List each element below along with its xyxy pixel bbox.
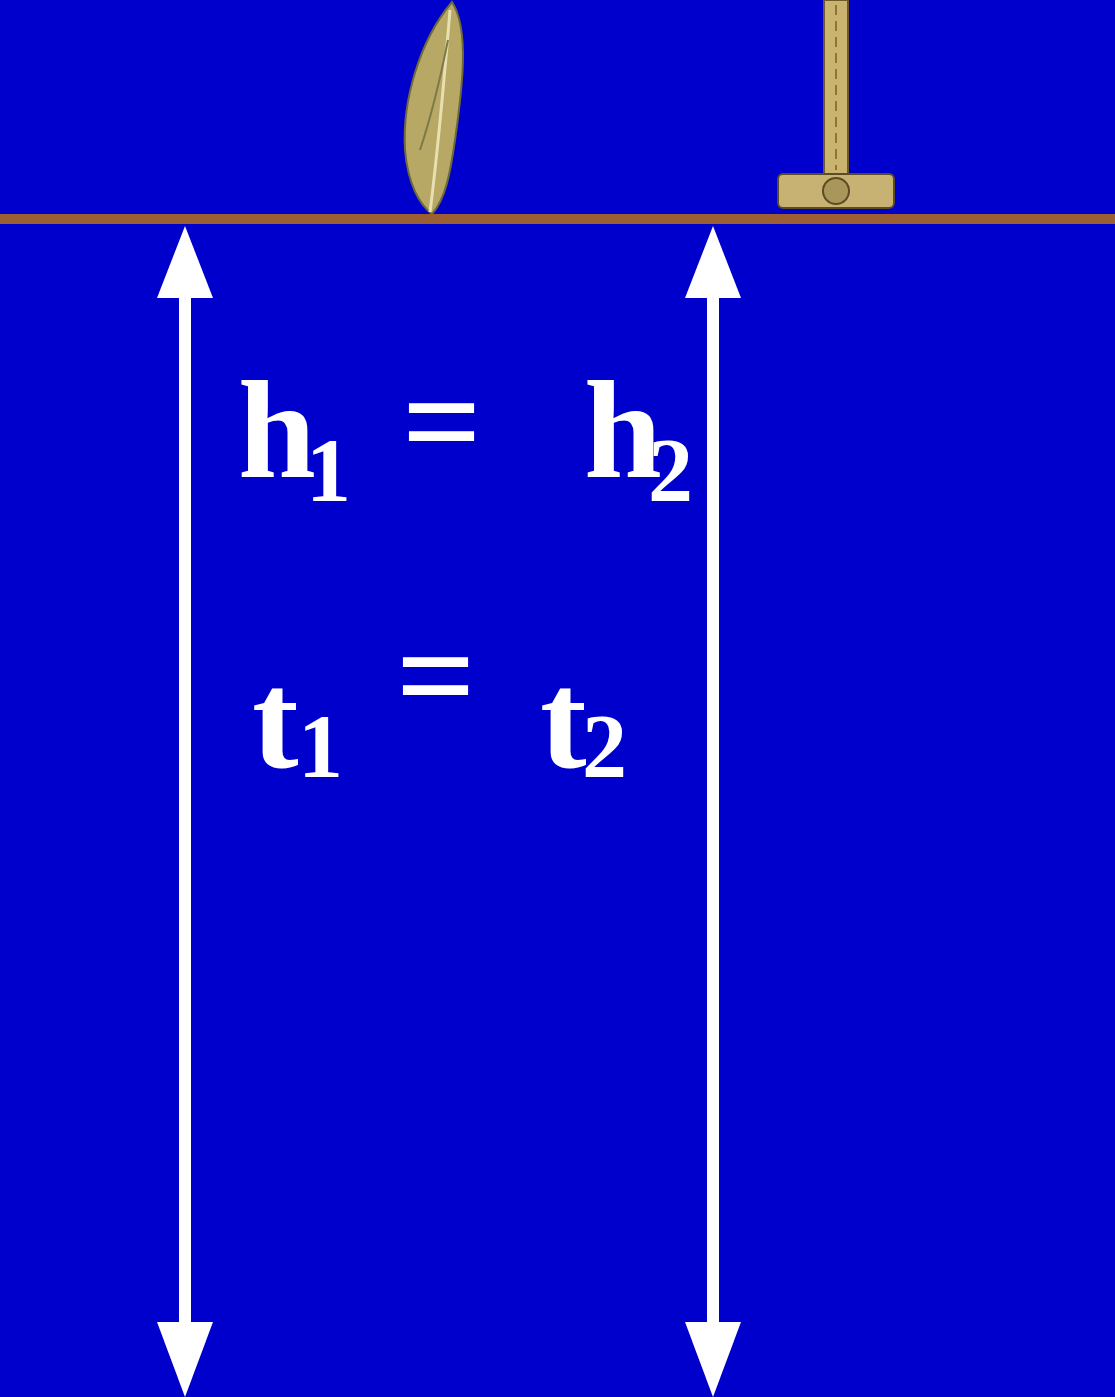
equals-sign: = <box>396 606 476 746</box>
subscript-number: 1 <box>298 702 343 792</box>
equals-sign: = <box>402 352 482 492</box>
variable-letter: h <box>238 360 316 500</box>
variable-letter: t <box>252 650 299 790</box>
hammer <box>778 0 894 208</box>
subscript-number: 2 <box>648 426 693 516</box>
variable-letter: t <box>540 650 587 790</box>
subscript-number: 2 <box>582 702 627 792</box>
height-arrow <box>157 226 213 1397</box>
ground-line <box>0 214 1115 224</box>
subscript-number: 1 <box>306 426 351 516</box>
feather <box>405 2 463 214</box>
height-arrow <box>685 226 741 1397</box>
